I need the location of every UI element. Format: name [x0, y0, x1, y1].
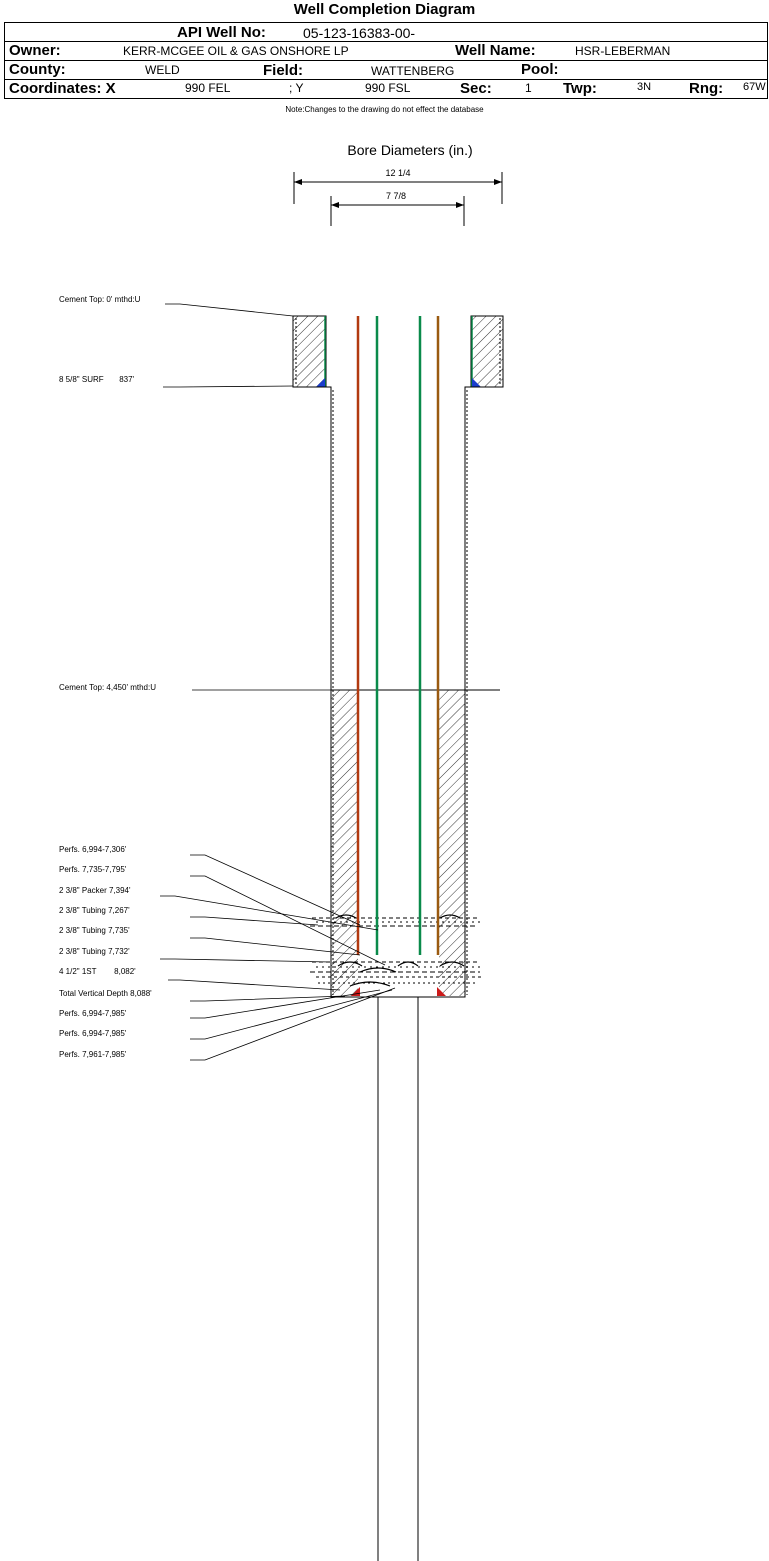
- surface-cement-right: [470, 315, 504, 388]
- bore-title: Bore Diameters (in.): [347, 142, 472, 158]
- header-row-owner: Owner: KERR-MCGEE OIL & GAS ONSHORE LP W…: [4, 41, 768, 60]
- label-packer: 2 3/8" Packer 7,394': [59, 886, 131, 895]
- coords-label: Coordinates: X: [9, 80, 116, 97]
- county-label: County:: [9, 61, 66, 78]
- label-tubing-3: 2 3/8" Tubing 7,732': [59, 947, 130, 956]
- owner-value: KERR-MCGEE OIL & GAS ONSHORE LP: [123, 44, 349, 58]
- header-row-api: API Well No: 05-123-16383-00-: [4, 22, 768, 41]
- packer-symbols: [335, 914, 465, 987]
- field-label: Field:: [263, 62, 303, 79]
- label-total-depth: Total Vertical Depth 8,088': [59, 989, 152, 998]
- rng-label: Rng:: [689, 80, 724, 97]
- production-hole-outline: [293, 386, 503, 998]
- surface-shoe-left: [316, 378, 325, 387]
- api-value: 05-123-16383-00-: [303, 25, 416, 41]
- database-note: Note:Changes to the drawing do not effec…: [285, 105, 484, 114]
- api-label: API Well No:: [177, 24, 266, 41]
- label-perfs-2: Perfs. 7,735-7,795': [59, 865, 127, 874]
- production-cement-left: [331, 690, 358, 996]
- y-value: 990 FSL: [365, 81, 411, 95]
- rng-value: 67W: [743, 81, 766, 93]
- perforation-zone-upper: [310, 917, 482, 927]
- leader-lines: [160, 303, 396, 1061]
- x-value: 990 FEL: [185, 81, 231, 95]
- county-value: WELD: [145, 63, 180, 77]
- bore-outer-dimension: [293, 172, 503, 204]
- production-shoe-right: [437, 987, 446, 996]
- label-perfs-3: Perfs. 6,994-7,985': [59, 1009, 127, 1018]
- label-tubing-2: 2 3/8" Tubing 7,735': [59, 926, 130, 935]
- header-row-coords: Coordinates: X 990 FEL ; Y 990 FSL Sec: …: [4, 79, 768, 99]
- y-label: ; Y: [289, 81, 304, 95]
- label-surface-casing: 8 5/8" SURF 837': [59, 375, 135, 384]
- well-name-value: HSR-LEBERMAN: [575, 44, 671, 58]
- bore-outer-label: 12 1/4: [385, 168, 410, 178]
- label-tubing-1: 2 3/8" Tubing 7,267': [59, 906, 130, 915]
- sec-value: 1: [525, 81, 532, 95]
- label-perfs-4: Perfs. 6,994-7,985': [59, 1029, 127, 1038]
- well-name-label: Well Name:: [455, 42, 536, 59]
- label-production-casing: 4 1/2" 1ST 8,082': [59, 967, 136, 976]
- bore-inner-dimension: [330, 196, 465, 226]
- owner-label: Owner:: [9, 42, 61, 59]
- sec-label: Sec:: [460, 80, 492, 97]
- diagram-title: Well Completion Diagram: [293, 1, 476, 18]
- label-perfs-1: Perfs. 6,994-7,306': [59, 845, 127, 854]
- surface-cement-left: [292, 315, 327, 388]
- header-row-county: County: WELD Field: WATTENBERG Pool:: [4, 60, 768, 79]
- surface-shoe-right: [472, 378, 481, 387]
- field-value: WATTENBERG: [371, 64, 455, 78]
- label-cement-top-production: Cement Top: 4,450' mthd:U: [59, 683, 156, 692]
- production-cement-right: [439, 690, 465, 996]
- bore-inner-label: 7 7/8: [386, 191, 406, 201]
- pool-label: Pool:: [521, 61, 559, 78]
- label-perfs-5: Perfs. 7,961-7,985': [59, 1050, 127, 1059]
- twp-label: Twp:: [563, 80, 597, 97]
- label-cement-top-surface: Cement Top: 0' mthd:U: [59, 295, 141, 304]
- twp-value: 3N: [637, 81, 652, 93]
